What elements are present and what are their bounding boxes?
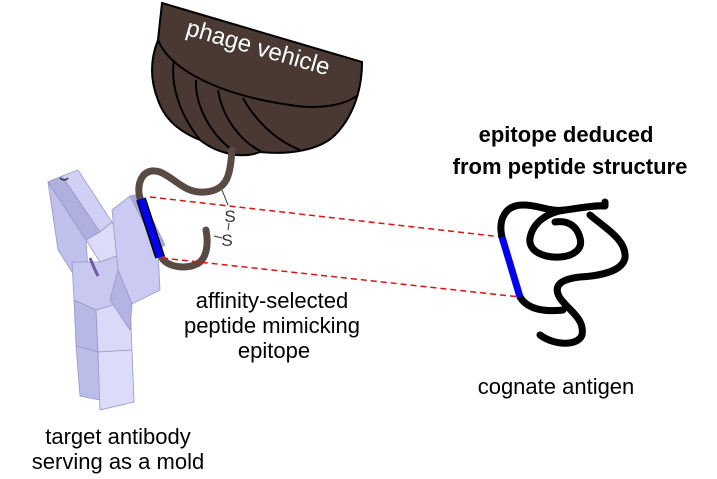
sulfur-label-1: S [224, 207, 235, 226]
cognate-antigen [497, 198, 629, 347]
antigen-label: cognate antigen [478, 374, 635, 399]
epitope-deduced-line2: from peptide structure [453, 154, 688, 179]
peptide-chain [135, 146, 236, 271]
connector-line-bottom [161, 257, 521, 298]
phage-vehicle: phage vehicle [151, 1, 364, 157]
peptide-label-line2: peptide mimicking [184, 313, 360, 338]
peptide-label-line3: epitope [238, 338, 310, 363]
sulfur-label-2: S [221, 231, 232, 250]
peptide-label-line1: affinity-selected [196, 288, 348, 313]
epitope-deduced-line1: epitope deduced [479, 122, 654, 147]
antigen-epitope-segment [498, 235, 524, 299]
antibody-label-line1: target antibody [45, 424, 191, 449]
antibody-label-line2: serving as a mold [32, 449, 204, 474]
connector-line-top [149, 196, 503, 238]
